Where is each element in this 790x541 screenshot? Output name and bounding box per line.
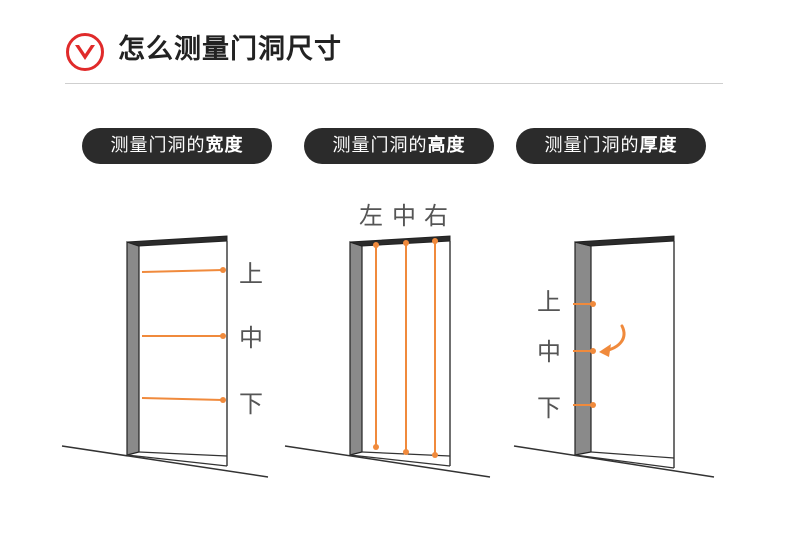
door-frame-side bbox=[574, 241, 592, 456]
door-threshold bbox=[590, 451, 675, 459]
page-title: 怎么测量门洞尺寸 bbox=[118, 34, 342, 65]
door-threshold bbox=[138, 451, 228, 457]
door-threshold-front bbox=[126, 454, 228, 467]
label-bottom: 下 bbox=[239, 390, 263, 418]
chevron-down-circle-icon bbox=[66, 33, 104, 71]
measure-dot bbox=[432, 238, 438, 244]
measure-line-top bbox=[141, 269, 224, 273]
floor-line bbox=[61, 445, 269, 478]
door-height-diagram: 左 中 右 bbox=[284, 202, 491, 478]
door-thickness-diagram: 上 中 下 bbox=[513, 235, 715, 478]
label-middle: 中 bbox=[392, 202, 416, 230]
header-divider bbox=[65, 83, 723, 84]
measure-dot bbox=[220, 333, 226, 339]
label-bottom: 下 bbox=[537, 394, 561, 422]
pill-width-emphasis: 宽度 bbox=[205, 135, 244, 156]
pill-thickness-prefix: 测量门洞的 bbox=[544, 135, 640, 156]
door-frame-side bbox=[349, 241, 363, 456]
measure-dot bbox=[220, 267, 226, 273]
label-top: 上 bbox=[239, 260, 263, 288]
door-width-diagram: 上 中 下 bbox=[61, 235, 269, 478]
label-middle: 中 bbox=[239, 324, 263, 352]
pill-width-prefix: 测量门洞的 bbox=[110, 135, 206, 156]
measure-dot bbox=[590, 402, 596, 408]
door-frame-side bbox=[126, 241, 140, 456]
measure-dot bbox=[373, 242, 379, 248]
pill-height-prefix: 测量门洞的 bbox=[332, 135, 428, 156]
pill-height: 测量门洞的高度 bbox=[304, 128, 494, 164]
pill-thickness: 测量门洞的厚度 bbox=[516, 128, 706, 164]
pill-thickness-emphasis: 厚度 bbox=[639, 135, 678, 156]
measure-dot bbox=[432, 452, 438, 458]
measure-dot bbox=[590, 348, 596, 354]
floor-line bbox=[513, 445, 715, 478]
label-right: 右 bbox=[424, 202, 448, 230]
pill-height-emphasis: 高度 bbox=[427, 135, 466, 156]
door-frame-top bbox=[574, 235, 675, 247]
measure-line-bottom bbox=[141, 397, 224, 401]
measure-dot bbox=[373, 444, 379, 450]
floor-line bbox=[284, 445, 491, 478]
label-middle: 中 bbox=[537, 338, 561, 366]
arrow-head bbox=[599, 344, 611, 357]
pill-width: 测量门洞的宽度 bbox=[82, 128, 272, 164]
door-threshold-front bbox=[574, 454, 675, 469]
label-left: 左 bbox=[359, 202, 383, 230]
measure-dot bbox=[403, 449, 409, 455]
label-top: 上 bbox=[537, 288, 561, 316]
measure-dot bbox=[590, 301, 596, 307]
door-frame-top bbox=[126, 235, 228, 247]
measure-dot bbox=[220, 397, 226, 403]
measure-dot bbox=[403, 240, 409, 246]
door-threshold-front bbox=[349, 454, 451, 467]
